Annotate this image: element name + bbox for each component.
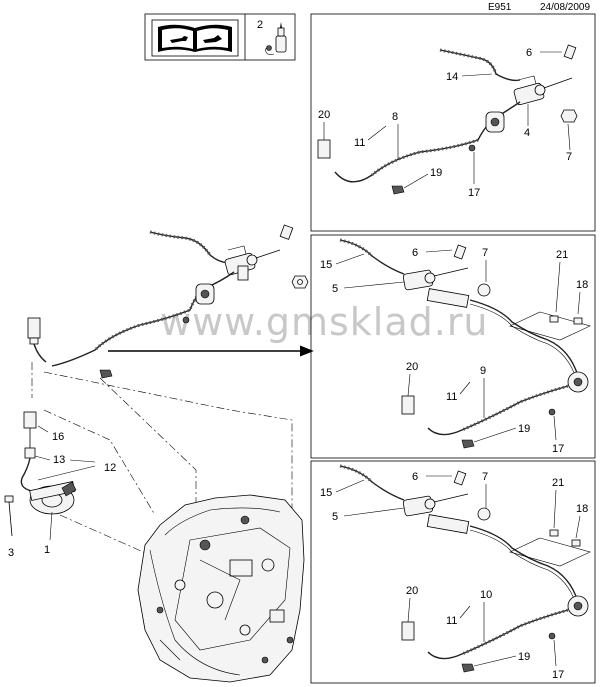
- callout-mid-7: 7: [482, 247, 488, 259]
- callout-mid-19: 19: [518, 423, 530, 435]
- callout-bot-7: 7: [482, 471, 488, 483]
- callout-mid-9: 9: [480, 365, 486, 377]
- callout-12: 12: [104, 462, 116, 474]
- callout-16: 16: [52, 431, 64, 443]
- projection-line-5: [59, 514, 151, 556]
- callout-1: 1: [44, 544, 50, 556]
- callout-bot-19: 19: [518, 651, 530, 663]
- master-cylinder-mid: [402, 267, 470, 308]
- callout-top-19: 19: [430, 167, 442, 179]
- callout-top-17: 17: [468, 187, 480, 199]
- master-cylinder-bot: [402, 493, 470, 534]
- pressure-damper-main: [195, 283, 215, 305]
- callout-top-20: 20: [318, 109, 330, 121]
- connector-main-left: [27, 317, 47, 363]
- panel-bot-frame: [310, 460, 596, 684]
- grease-tube-icon: [265, 22, 287, 55]
- projection-line-4: [43, 409, 156, 516]
- callout-bot-15: 15: [320, 487, 332, 499]
- panel-top-frame: [310, 13, 596, 232]
- pressure-damper-mid: [567, 371, 589, 393]
- clutch-pipe-assembly: [27, 224, 309, 379]
- callout-bot-10: 10: [480, 589, 492, 601]
- callout-top-11: 11: [354, 137, 365, 149]
- callout-top-8: 8: [392, 111, 398, 123]
- main-callouts: 16 13 12 3 1: [8, 425, 116, 559]
- gearbox-housing: [137, 494, 305, 683]
- projection-line-2: [43, 371, 293, 530]
- callout-mid-18: 18: [576, 279, 588, 291]
- watermark: www.gmsklad.ru: [160, 300, 489, 344]
- reservoir-nut-main: [291, 275, 309, 289]
- callout-mid-20: 20: [406, 361, 418, 373]
- master-cylinder-top: [513, 75, 573, 106]
- pressure-damper-bot: [567, 595, 589, 617]
- diagram-date: 24/08/2009: [540, 2, 591, 13]
- callout-3: 3: [8, 547, 14, 559]
- bolt-3: [4, 495, 14, 537]
- callout-bot-20: 20: [406, 585, 418, 597]
- callout-bot-6: 6: [412, 471, 418, 483]
- callout-mid-17: 17: [552, 443, 564, 455]
- concentric-slave-cylinder: [29, 481, 77, 515]
- callout-bot-11: 11: [446, 615, 457, 627]
- callout-top-7: 7: [566, 151, 572, 163]
- panel-mid: 6 7 15 5 21 18 20 11 9 19 17: [320, 238, 591, 455]
- legend-box: 2: [144, 13, 296, 61]
- callout-bot-18: 18: [576, 503, 588, 515]
- panel-top: 6 14 20 11 8 4 7 19 17: [317, 44, 578, 199]
- repair-manual-icon: [151, 19, 239, 57]
- slave-cylinder-group: [4, 411, 77, 537]
- callout-top-4: 4: [524, 127, 530, 139]
- projection-line-3: [99, 377, 197, 530]
- panel-bot: 6 7 15 5 21 18 20 11 10 19 17: [320, 464, 591, 681]
- callout-mid-5: 5: [332, 283, 338, 295]
- master-cylinder-main: [224, 245, 281, 281]
- callout-bot-21: 21: [552, 477, 564, 489]
- callout-bot-5: 5: [332, 511, 338, 523]
- callout-13: 13: [53, 454, 65, 466]
- callout-mid-11: 11: [446, 391, 457, 403]
- callout-mid-6: 6: [412, 247, 418, 259]
- callout-bot-17: 17: [552, 669, 564, 681]
- callout-top-14: 14: [446, 71, 458, 83]
- legend-number: 2: [257, 19, 263, 31]
- callout-top-6: 6: [526, 47, 532, 59]
- callout-mid-21: 21: [556, 249, 568, 261]
- callout-mid-15: 15: [320, 259, 332, 271]
- diagram-code: E951: [488, 2, 512, 13]
